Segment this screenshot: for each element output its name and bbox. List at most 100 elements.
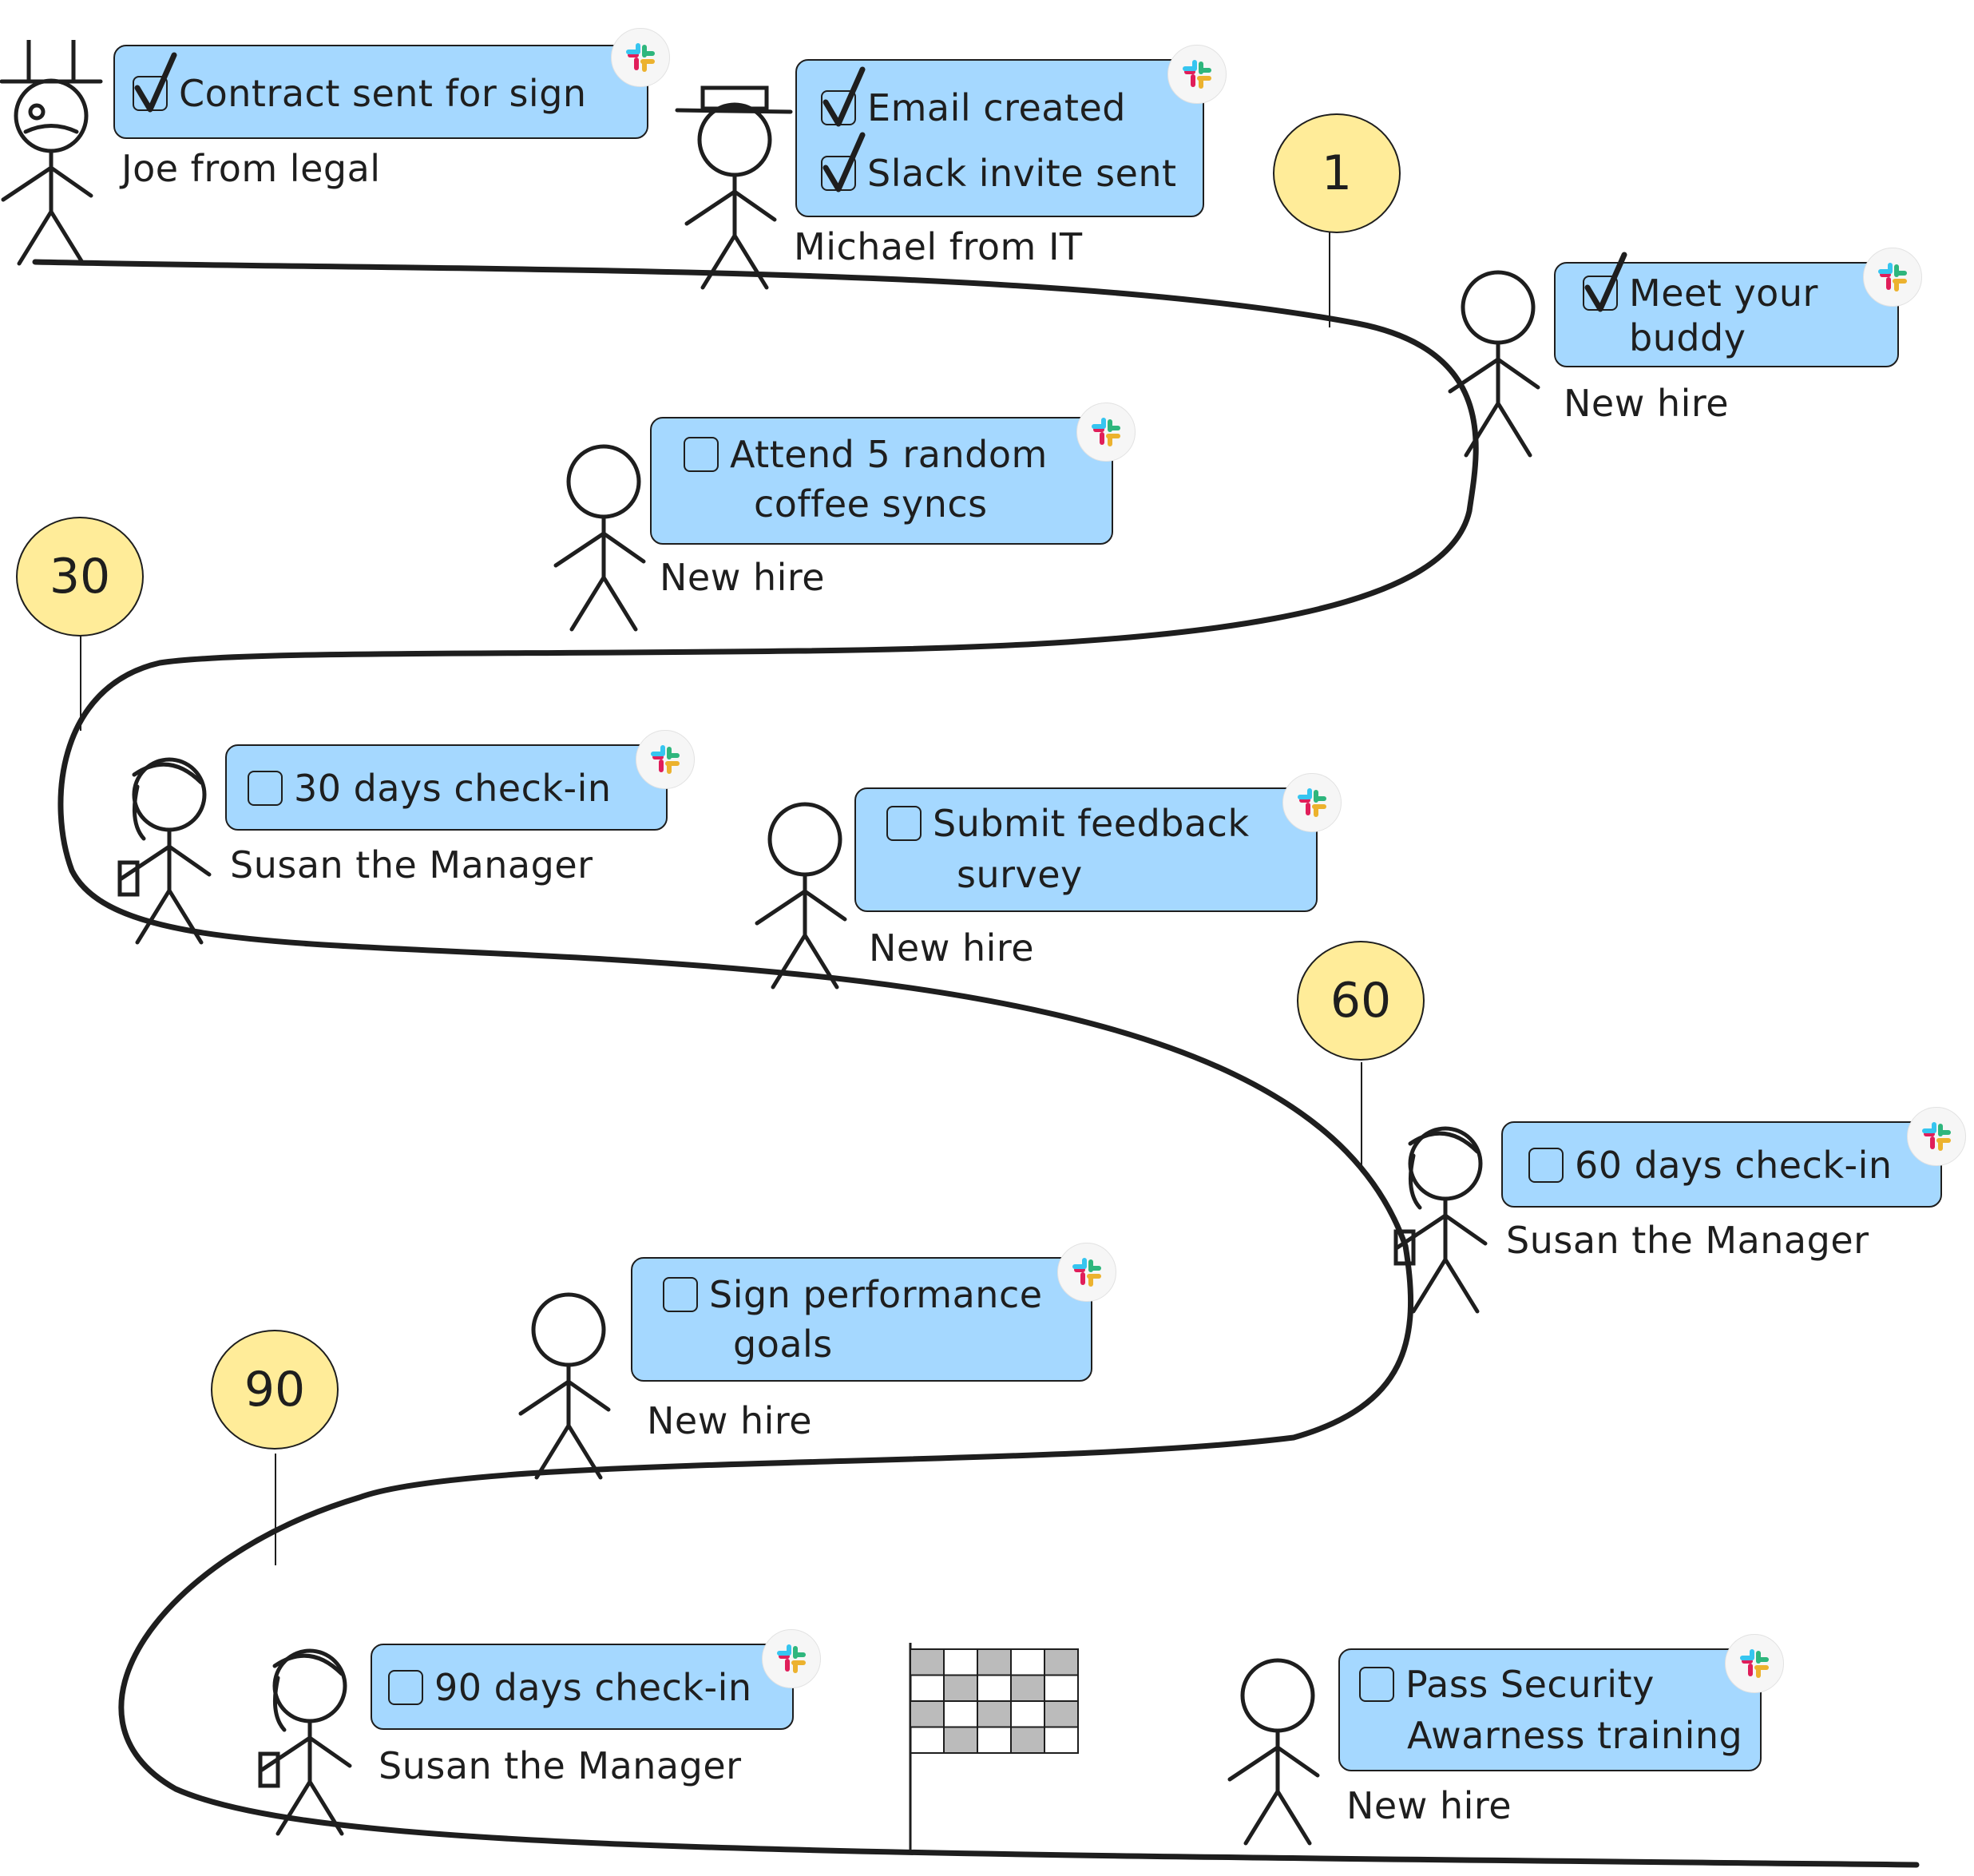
- task-item[interactable]: 90 days check-in: [388, 1666, 752, 1709]
- task-text: Meet your: [1629, 272, 1818, 315]
- checkbox-unchecked[interactable]: [663, 1277, 698, 1312]
- milestone-90-label: 90: [244, 1362, 306, 1418]
- task-item-continued: goals: [733, 1323, 833, 1366]
- milestone-90-pole: [275, 1454, 276, 1565]
- stick-figure-new-hire: [1448, 270, 1540, 458]
- task-card-performance: Sign performance goals: [631, 1257, 1092, 1382]
- task-item-continued: Awarness training: [1407, 1714, 1742, 1757]
- task-item[interactable]: 60 days check-in: [1528, 1144, 1893, 1187]
- task-text: coffee syncs: [754, 482, 988, 526]
- slack-icon: [1167, 45, 1227, 104]
- owner-label: New hire: [647, 1399, 813, 1442]
- milestone-60-badge: 60: [1297, 941, 1425, 1061]
- task-item[interactable]: Attend 5 random: [684, 433, 1048, 476]
- milestone-60-label: 60: [1330, 973, 1392, 1029]
- milestone-60-pole: [1361, 1062, 1362, 1172]
- checkbox-unchecked[interactable]: [886, 806, 922, 841]
- stick-figure-new-hire: [755, 802, 847, 990]
- stick-figure-susan: [117, 757, 212, 945]
- task-text: survey: [957, 853, 1083, 896]
- check-mark-icon: [822, 132, 866, 192]
- milestone-1-pole: [1329, 180, 1330, 327]
- task-card-contract: Contract sent for sign: [113, 45, 648, 139]
- task-card-feedback: Submit feedback survey: [854, 787, 1318, 912]
- stick-figure-new-hire: [518, 1292, 611, 1480]
- task-text: goals: [733, 1323, 833, 1366]
- task-text: Email created: [867, 86, 1126, 129]
- milestone-1-badge: 1: [1273, 113, 1401, 233]
- checkbox-unchecked[interactable]: [248, 771, 283, 806]
- task-card-it-setup: Email created Slack invite sent: [795, 59, 1204, 217]
- check-mark-icon: [1584, 252, 1627, 312]
- check-mark-icon: [822, 66, 866, 127]
- milestone-30-badge: 30: [16, 517, 144, 637]
- task-item[interactable]: Sign performance: [663, 1273, 1043, 1316]
- owner-label: New hire: [869, 926, 1035, 970]
- task-card-90-day: 90 days check-in: [371, 1644, 794, 1730]
- task-item[interactable]: 30 days check-in: [248, 767, 612, 810]
- task-card-30-day: 30 days check-in: [225, 744, 668, 831]
- task-card-coffee: Attend 5 random coffee syncs: [650, 417, 1113, 545]
- owner-label: New hire: [1564, 382, 1730, 425]
- task-text: 90 days check-in: [434, 1666, 752, 1709]
- owner-label: New hire: [1346, 1784, 1512, 1827]
- task-card-60-day: 60 days check-in: [1501, 1121, 1942, 1208]
- checkbox-unchecked[interactable]: [684, 437, 719, 472]
- task-text: Slack invite sent: [867, 152, 1177, 195]
- stick-figure-new-hire: [553, 444, 646, 632]
- check-mark-icon: [134, 52, 177, 113]
- task-item-continued: buddy: [1629, 316, 1746, 359]
- checkered-flag-icon: [909, 1643, 1079, 1853]
- milestone-1-label: 1: [1321, 145, 1353, 201]
- task-item[interactable]: Slack invite sent: [821, 132, 1177, 195]
- checkbox-unchecked[interactable]: [388, 1670, 423, 1705]
- task-item[interactable]: Meet your: [1583, 252, 1818, 315]
- task-card-buddy: Meet your buddy: [1554, 252, 1899, 367]
- checkbox-checked[interactable]: [133, 52, 177, 113]
- task-item[interactable]: Contract sent for sign: [133, 52, 587, 115]
- owner-label: Joe from legal: [121, 147, 381, 190]
- task-text: Contract sent for sign: [179, 72, 587, 115]
- task-text: 60 days check-in: [1575, 1144, 1893, 1187]
- task-item[interactable]: Email created: [821, 66, 1126, 129]
- task-text: Submit feedback: [933, 802, 1250, 845]
- checkbox-unchecked[interactable]: [1359, 1667, 1394, 1702]
- owner-label: Susan the Manager: [379, 1744, 742, 1787]
- task-text: Sign performance: [709, 1273, 1043, 1316]
- slack-icon: [1282, 773, 1342, 832]
- stick-figure-susan: [258, 1648, 352, 1836]
- stick-figure-new-hire: [1227, 1658, 1320, 1846]
- task-item[interactable]: Pass Security: [1359, 1663, 1655, 1706]
- road-path: [32, 259, 1920, 1868]
- owner-label: New hire: [660, 556, 826, 599]
- task-card-security: Pass Security Awarness training: [1338, 1648, 1762, 1771]
- task-text: 30 days check-in: [294, 767, 612, 810]
- stick-figure-joe: [0, 40, 103, 266]
- task-item[interactable]: Submit feedback: [886, 802, 1250, 845]
- slack-icon: [1863, 248, 1922, 307]
- slack-icon: [1057, 1243, 1116, 1302]
- slack-icon: [1907, 1107, 1966, 1166]
- task-text: Awarness training: [1407, 1714, 1743, 1757]
- owner-label: Susan the Manager: [230, 843, 593, 886]
- milestone-30-label: 30: [49, 549, 111, 605]
- task-text: Attend 5 random: [730, 433, 1048, 476]
- checkbox-unchecked[interactable]: [1528, 1148, 1564, 1183]
- checkbox-checked[interactable]: [821, 66, 866, 127]
- owner-label: Susan the Manager: [1506, 1219, 1869, 1262]
- slack-icon: [1725, 1634, 1784, 1693]
- milestone-30-pole: [80, 635, 81, 731]
- slack-icon: [762, 1629, 821, 1688]
- milestone-90-badge: 90: [211, 1330, 339, 1450]
- task-text: Pass Security: [1405, 1663, 1655, 1706]
- checkbox-checked[interactable]: [821, 132, 866, 192]
- slack-icon: [636, 730, 695, 789]
- stick-figure-michael: [675, 85, 793, 290]
- slack-icon: [1076, 403, 1136, 462]
- stick-figure-susan: [1393, 1126, 1488, 1314]
- task-item-continued: survey: [957, 853, 1083, 896]
- checkbox-checked[interactable]: [1583, 252, 1627, 312]
- slack-icon: [611, 28, 670, 87]
